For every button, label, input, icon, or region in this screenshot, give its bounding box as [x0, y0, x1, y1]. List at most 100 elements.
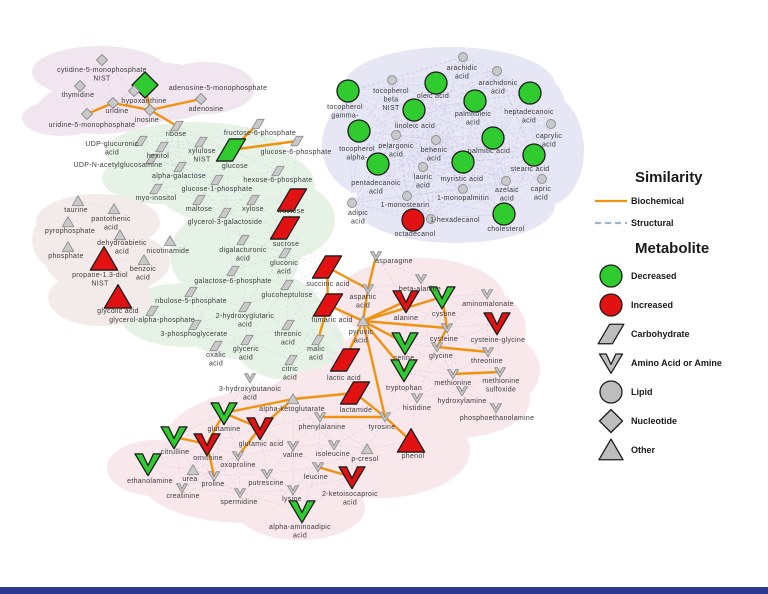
slide-footer-bar — [0, 587, 768, 594]
node-isoleucine — [328, 440, 340, 451]
structural-edge — [213, 473, 268, 477]
structural-edge — [462, 154, 535, 163]
label-maltose: maltose — [186, 206, 213, 213]
structural-edge — [492, 137, 505, 215]
node-g6p — [290, 135, 304, 147]
structural-edge — [406, 195, 505, 215]
label-taurine: taurine — [64, 207, 88, 214]
structural-edge — [224, 212, 244, 241]
label-valine: valine — [283, 452, 303, 459]
node-glycine — [431, 342, 443, 353]
node-xylose — [246, 194, 260, 206]
label-rib5p: ribulose-5-phosphate — [155, 298, 227, 305]
structural-edge — [395, 134, 437, 141]
biochemical-edge-methionine-met_sulfoxide — [451, 370, 502, 376]
biochemical-edge-alphaketo-lactamide — [291, 391, 357, 401]
structural-edge — [319, 416, 368, 450]
node-cholesterol — [492, 202, 516, 226]
structural-edge — [505, 178, 543, 182]
structural-edge — [395, 56, 464, 136]
label-h6p: hexose-6-phosphate — [243, 177, 312, 184]
node-gal6p — [226, 265, 240, 277]
structural-edge — [179, 166, 218, 181]
structural-edge — [406, 82, 437, 197]
node-pglycerate — [188, 319, 202, 331]
node-g3galactoside — [218, 207, 232, 219]
structural-edge — [430, 188, 464, 220]
node-pelargonic — [391, 130, 401, 140]
node-glyceric — [240, 334, 254, 346]
structural-edge — [151, 141, 202, 160]
structural-edge — [190, 270, 234, 293]
node-palmitic — [481, 126, 505, 150]
node-inosine — [144, 104, 156, 116]
structural-edge — [384, 369, 405, 418]
node-f6p — [251, 118, 265, 130]
structural-edge — [286, 284, 289, 326]
structural-edge — [462, 178, 543, 190]
structural-edge — [422, 166, 432, 220]
structural-edge — [101, 59, 135, 92]
structural-edge — [252, 199, 286, 254]
node-leucine — [312, 462, 324, 473]
node-ribose — [170, 120, 184, 132]
structural-edge — [230, 149, 279, 172]
node-glucose — [215, 138, 247, 162]
structural-edge — [391, 56, 464, 81]
structural-edge — [367, 278, 422, 290]
node-nicotinamide — [163, 235, 177, 247]
biochemical-edge-inosine-ribose — [148, 108, 179, 128]
structural-edge — [435, 139, 464, 190]
node-putrescine — [261, 469, 273, 480]
legend-item-label: Lipid — [631, 386, 653, 397]
structural-edge — [430, 137, 494, 220]
node-u5mp — [81, 108, 93, 120]
label-pglycerate: 3-phosphoglycerate — [161, 331, 228, 338]
structural-edge — [77, 200, 115, 210]
label-fumaric: fumaric acid — [311, 317, 352, 324]
structural-edge — [237, 455, 241, 494]
structural-edge — [395, 134, 464, 190]
label-adenosine: adenosine — [188, 106, 223, 113]
structural-edge — [416, 346, 438, 399]
structural-edge — [246, 339, 292, 361]
label-pyrophosphate: pyrophosphate — [45, 228, 95, 235]
biochemical-edge-uridine-u5mp — [85, 101, 115, 116]
structural-edge — [404, 342, 418, 399]
node-lauric — [418, 162, 428, 172]
structural-edge — [422, 154, 535, 168]
structural-edge — [192, 469, 241, 494]
structural-edge — [200, 141, 218, 181]
legend-item-biochemical: Biochemical — [591, 190, 761, 212]
node-methionine — [447, 369, 459, 380]
structural-edge — [244, 252, 286, 308]
structural-edge — [413, 70, 498, 111]
structural-edge — [452, 373, 497, 409]
structural-edge — [151, 310, 196, 326]
structural-edge — [422, 166, 507, 182]
label-myristic: myristic acid — [441, 176, 483, 183]
node-histidine — [411, 393, 423, 404]
structural-edge — [333, 444, 368, 450]
node-fructose — [276, 188, 308, 212]
label-threonine: threonine — [471, 358, 503, 365]
structural-edge — [292, 398, 335, 446]
label-urea: urea — [182, 476, 197, 483]
node-phosphoethanolamine — [490, 403, 502, 414]
structural-edge — [147, 443, 208, 465]
structural-edge — [216, 123, 259, 181]
structural-edge — [430, 139, 437, 220]
node-palmitoleic — [463, 89, 487, 113]
node-a_galactose — [173, 161, 187, 173]
node-beta_alanine — [415, 274, 427, 285]
structural-edge — [242, 239, 246, 308]
structural-edge — [462, 56, 531, 94]
node-capric — [537, 174, 547, 184]
legend-metabolite-title: Metabolite — [635, 240, 710, 257]
